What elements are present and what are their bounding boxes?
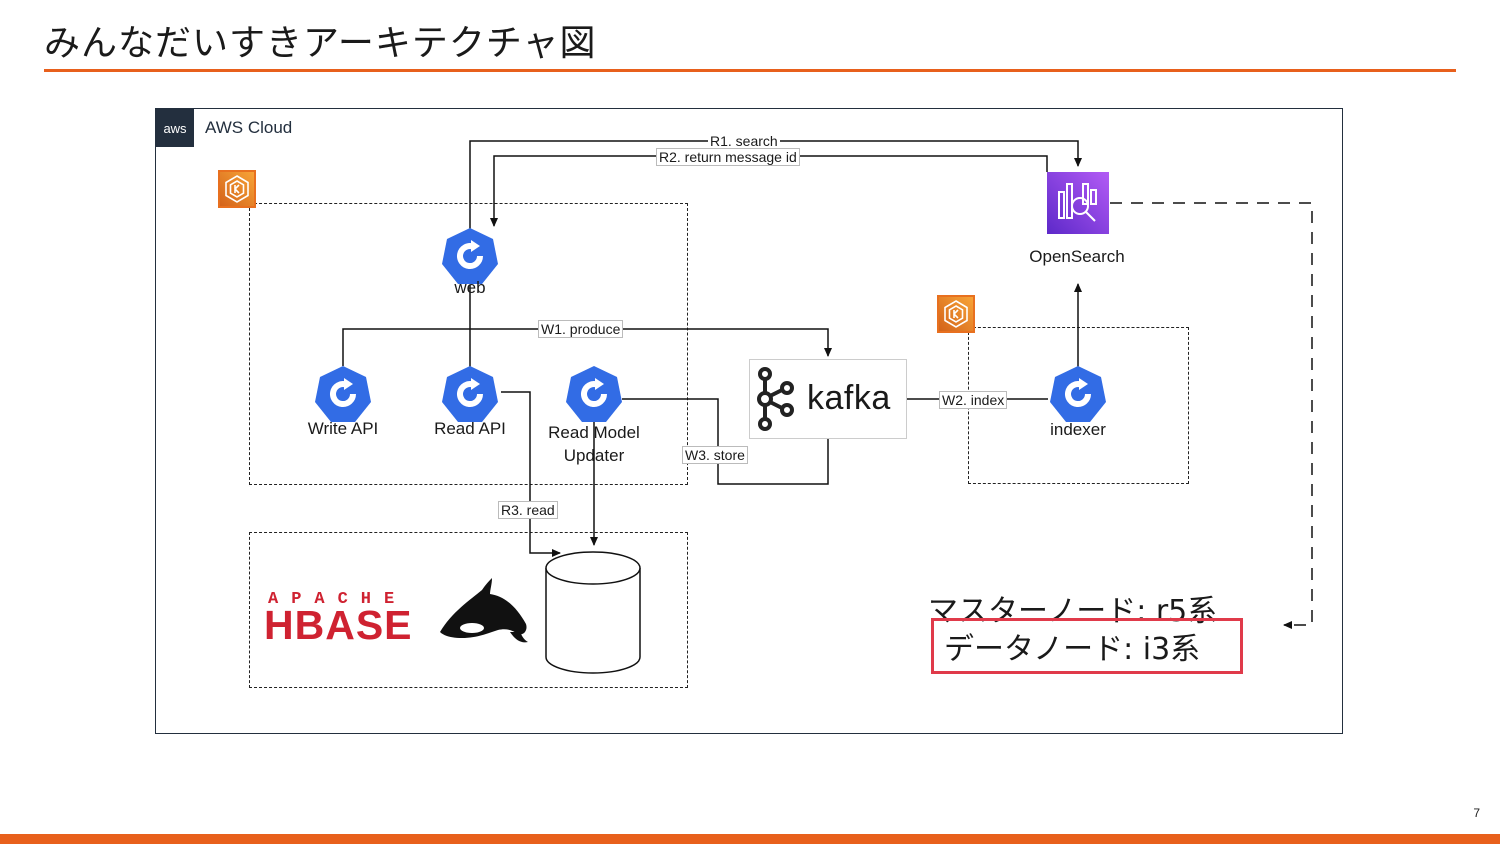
edge-w3-line [622,398,829,485]
hbase-logo-apache: APACHE [268,590,408,609]
eks-icon [218,170,256,208]
kafka-logo-icon [757,367,794,431]
node-label-read-api: Read API [434,419,506,438]
hbase-logo-text: HBASE [264,602,413,648]
eks-cluster-app-group [249,203,688,485]
slide-title: みんなだいすきアーキテクチャ図 [44,23,597,64]
database-cylinder [545,551,641,674]
data-node-note: データノード: i3系 [944,632,1201,667]
aws-cloud-label: AWS Cloud [205,118,293,137]
data-node-highlight-box [931,618,1243,674]
node-label-read-model-updater: Read Model Updater [534,421,654,467]
k8s-deployment-icon [566,366,622,422]
node-label-write-api: Write API [307,419,379,438]
edge-label-w1: W1. produce [538,320,624,338]
node-label-read-model-updater-line1: Read Model [548,423,640,442]
edge-label-r1: R1. search [708,133,780,149]
k8s-deployment-icon [315,366,371,422]
opensearch-icon [1047,172,1109,234]
k8s-deployment-icon [1050,366,1106,422]
edge-label-w3: W3. store [682,446,748,464]
kafka-box [749,359,907,439]
edge-label-w2: W2. index [939,391,1008,409]
k8s-deployment-icon [442,366,498,422]
node-label-indexer: indexer [1050,420,1106,439]
node-label-opensearch: OpenSearch [1029,247,1125,266]
aws-logo-icon: aws [156,109,194,147]
edge-opensearch-notes-dashed [1110,202,1313,629]
kafka-label: kafka [807,379,891,417]
edge-r3-line [501,391,561,557]
node-label-read-model-updater-line2: Updater [563,446,625,465]
edge-label-r3: R3. read [498,501,558,519]
edge-r2-line [490,155,1048,227]
aws-badge-text: aws [163,120,187,136]
edge-label-r2: R2. return message id [656,148,800,166]
master-node-note: マスターノード: r5系 [928,594,1218,629]
node-label-web: web [454,278,486,297]
aws-cloud-frame [155,108,1343,734]
hbase-group [249,532,688,688]
footer-bar [0,834,1500,844]
orca-icon [440,578,528,643]
page-number: 7 [1473,806,1480,820]
title-underline [44,69,1456,72]
k8s-deployment-icon [442,228,498,284]
eks-icon [937,295,975,333]
